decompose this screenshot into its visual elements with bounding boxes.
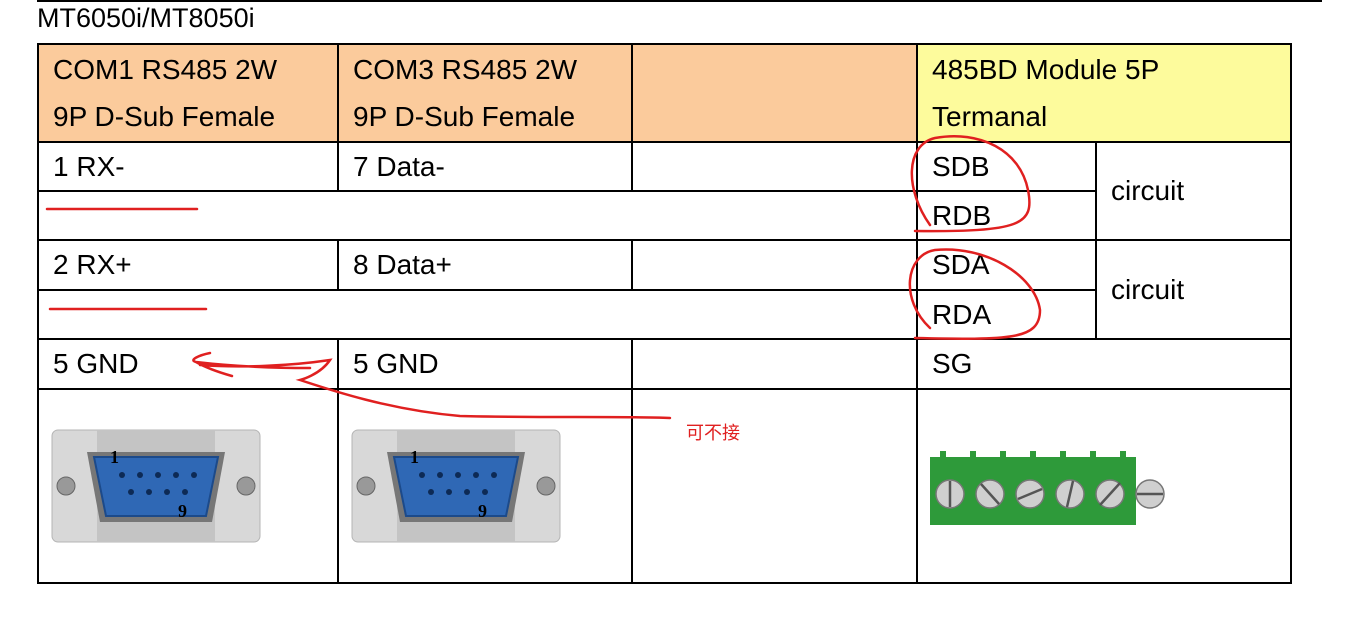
table-row: RDA — [37, 289, 1291, 340]
cell-sg: SG — [916, 338, 1292, 390]
table-row: 1 RX- 7 Data- SDB circuit — [37, 141, 1292, 241]
header-module-line1: 485BD Module 5P — [932, 54, 1160, 85]
wiring-table: COM1 RS485 2W 9P D-Sub Female COM3 RS485 … — [37, 43, 1292, 584]
cell-com3-gnd: 5 GND — [337, 338, 633, 390]
table-row: RDB — [37, 190, 1291, 241]
cell-sda: SDA — [916, 239, 1097, 291]
cell-blank — [631, 239, 918, 291]
header-com1: COM1 RS485 2W 9P D-Sub Female — [37, 43, 339, 143]
cell-blank — [631, 338, 918, 390]
cell-com3-data-plus: 8 Data+ — [337, 239, 633, 291]
header-blank — [631, 43, 918, 143]
pin1-label: 1 — [110, 447, 119, 467]
annotation-note: 可不接 — [686, 423, 740, 443]
cell-sdb: SDB — [916, 141, 1097, 192]
header-com3: COM3 RS485 2W 9P D-Sub Female — [337, 43, 633, 143]
cell-circuit-1: circuit — [1095, 141, 1292, 241]
cell-rdb: RDB — [916, 190, 1097, 241]
cell-circuit-2: circuit — [1095, 239, 1292, 340]
cell-com1-rx-plus: 2 RX+ — [37, 239, 339, 291]
header-row: COM1 RS485 2W 9P D-Sub Female COM3 RS485 … — [37, 43, 1292, 143]
dsub-connector-image: 1 9 — [51, 429, 261, 543]
cell-merged-blank — [37, 289, 918, 340]
terminal-block-image — [930, 451, 1165, 525]
header-com1-line1: COM1 RS485 2W — [53, 54, 278, 85]
pin9-label: 9 — [478, 501, 487, 521]
top-rule — [37, 0, 1322, 2]
red-annotations — [45, 135, 1042, 420]
header-com1-line2: 9P D-Sub Female — [53, 101, 276, 132]
header-module: 485BD Module 5P Termanal — [916, 43, 1292, 143]
header-com3-line1: COM3 RS485 2W — [353, 54, 578, 85]
table-row: 2 RX+ 8 Data+ SDA circuit — [37, 239, 1292, 340]
cell-com3-data-minus: 7 Data- — [337, 141, 633, 192]
cell-blank — [631, 141, 918, 192]
cell-com1-rx-minus: 1 RX- — [37, 141, 339, 192]
header-module-line2: Termanal — [932, 101, 1048, 132]
pin9-label: 9 — [178, 501, 187, 521]
dsub-connector-image: 1 9 — [351, 429, 561, 543]
header-com3-line2: 9P D-Sub Female — [353, 101, 576, 132]
pin1-label: 1 — [410, 447, 419, 467]
cell-merged-blank — [37, 190, 918, 241]
image-row — [37, 388, 1292, 584]
page-title: MT6050i/MT8050i — [37, 3, 255, 33]
table-row: 5 GND 5 GND SG — [37, 338, 1292, 390]
cell-blank — [631, 388, 918, 584]
